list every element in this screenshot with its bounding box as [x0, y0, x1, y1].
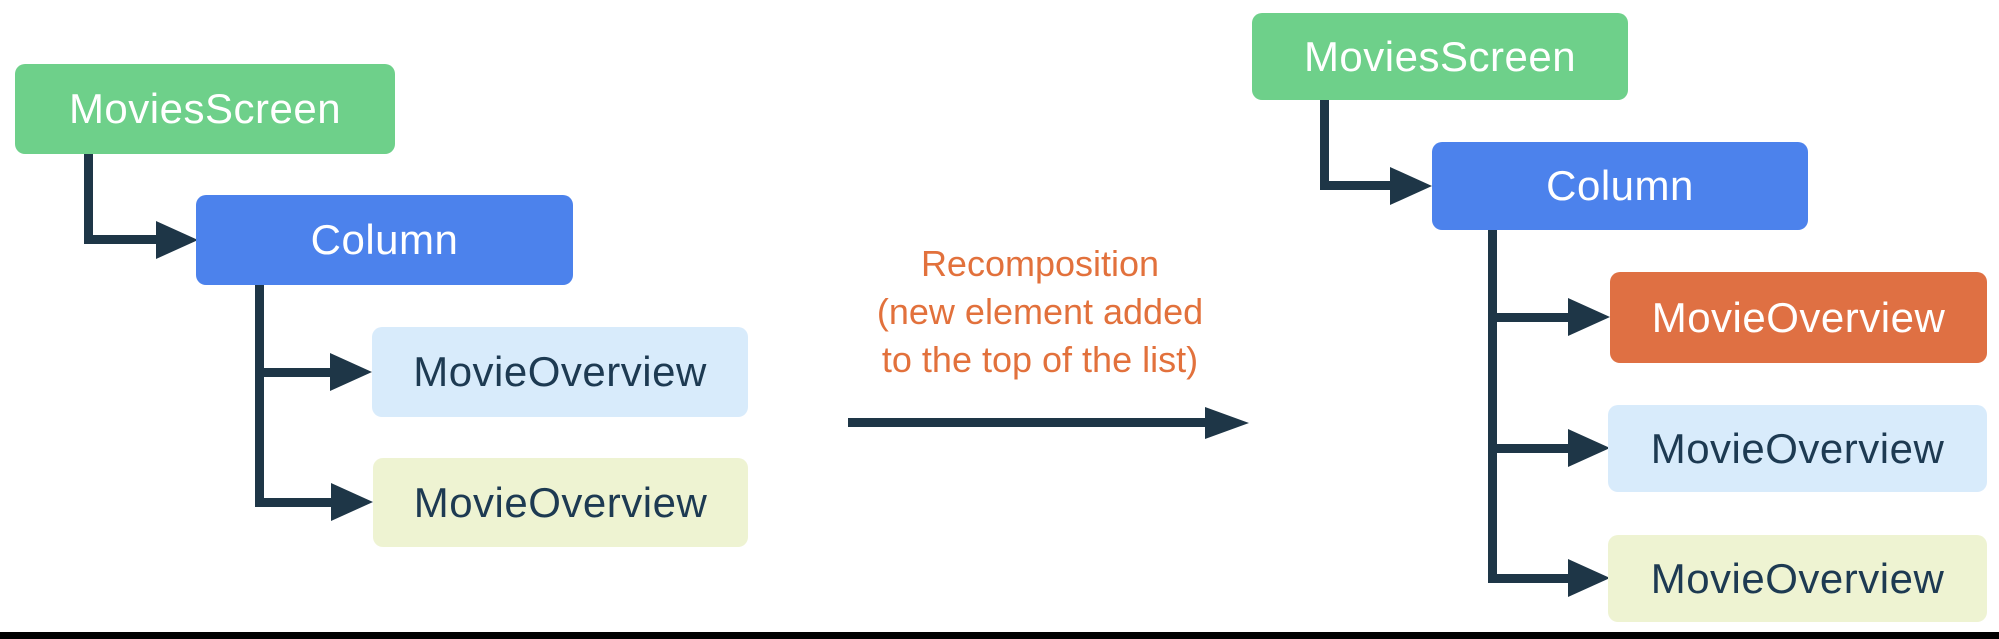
connector-right-children-vline — [1488, 230, 1497, 583]
connector-right-root-hline — [1320, 181, 1390, 190]
node-column-left: Column — [196, 195, 573, 285]
recomposition-label: Recomposition (new element added to the … — [780, 240, 1300, 384]
node-label: MovieOverview — [413, 478, 708, 526]
recomposition-label-line3: to the top of the list) — [881, 339, 1199, 380]
node-movie-overview-left-1: MovieOverview — [372, 327, 748, 417]
node-movie-overview-right-new: MovieOverview — [1610, 272, 1987, 363]
recomposition-arrow-shaft — [848, 418, 1206, 427]
node-label: Column — [310, 216, 459, 263]
node-movie-overview-right-1: MovieOverview — [1608, 405, 1987, 492]
node-label: MovieOverview — [1651, 293, 1946, 341]
node-movie-overview-left-2: MovieOverview — [373, 458, 748, 547]
connector-right-child1-hline — [1488, 313, 1568, 322]
bottom-border — [0, 632, 1999, 639]
connector-right-child2-hline — [1488, 444, 1568, 453]
arrowhead-icon — [1568, 429, 1610, 467]
arrowhead-icon — [330, 353, 372, 391]
node-label: MoviesScreen — [1303, 32, 1577, 80]
node-label: MovieOverview — [1650, 554, 1945, 602]
recomposition-label-line1: Recomposition — [920, 243, 1160, 284]
node-label: MoviesScreen — [68, 85, 342, 132]
arrowhead-icon — [156, 221, 198, 259]
node-label: MovieOverview — [413, 348, 707, 395]
connector-left-root-hline — [84, 235, 158, 244]
node-column-right: Column — [1432, 142, 1808, 230]
recomposition-label-line2: (new element added — [876, 291, 1204, 332]
node-movie-overview-right-2: MovieOverview — [1608, 535, 1987, 622]
connector-right-child3-hline — [1488, 574, 1568, 583]
node-label: MovieOverview — [1650, 424, 1945, 472]
node-movies-screen-right: MoviesScreen — [1252, 13, 1628, 100]
arrowhead-icon — [331, 483, 373, 521]
connector-left-child1-hline — [255, 368, 330, 377]
arrowhead-icon — [1390, 167, 1432, 205]
recomposition-arrow-icon — [1205, 407, 1249, 439]
arrowhead-icon — [1568, 298, 1610, 336]
arrowhead-icon — [1568, 559, 1610, 597]
connector-left-root-vline — [84, 154, 93, 244]
connector-left-children-vline — [255, 285, 264, 507]
connector-right-root-vline — [1320, 100, 1329, 190]
node-movies-screen-left: MoviesScreen — [15, 64, 395, 154]
node-label: Column — [1546, 162, 1694, 209]
connector-left-child2-hline — [255, 498, 331, 507]
